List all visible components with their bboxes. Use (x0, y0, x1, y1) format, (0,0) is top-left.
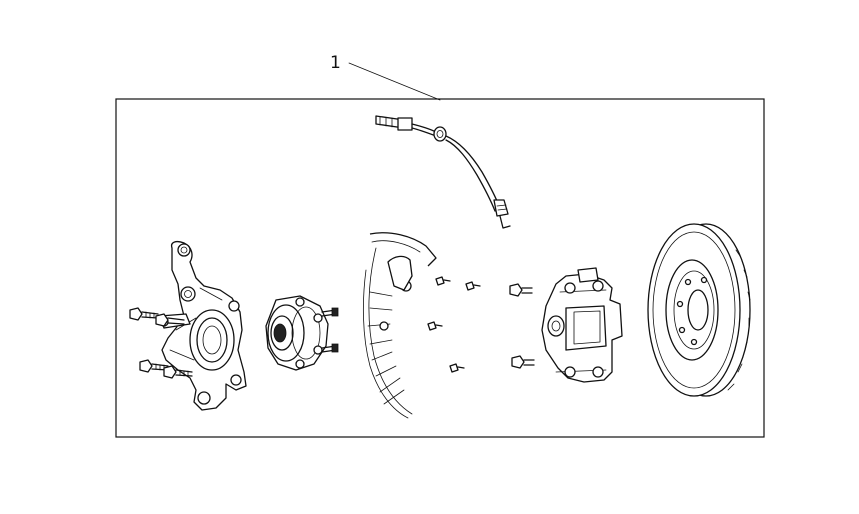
shield-screws (427, 276, 481, 373)
assembly-frame (115, 98, 765, 438)
brake-hose (375, 115, 511, 229)
knuckle-bolt (163, 365, 193, 379)
knuckle-bolt (155, 313, 185, 327)
shield-screw (465, 281, 481, 291)
shield-screw (449, 363, 465, 373)
callout-number: 1 (330, 53, 341, 73)
knuckle-bolts (129, 307, 193, 379)
hub-bearing (265, 295, 339, 371)
caliper-bolt (509, 283, 533, 297)
brake-rotor (647, 223, 751, 397)
caliper-bolt (511, 355, 535, 369)
callout-leader-line (348, 62, 441, 101)
caliper-bolts (509, 283, 535, 369)
steering-knuckle (159, 241, 247, 411)
brake-shield (362, 232, 437, 419)
shield-screw (427, 321, 443, 331)
brake-caliper (541, 267, 623, 383)
shield-screw (435, 276, 451, 286)
knuckle-bolt (129, 307, 159, 321)
